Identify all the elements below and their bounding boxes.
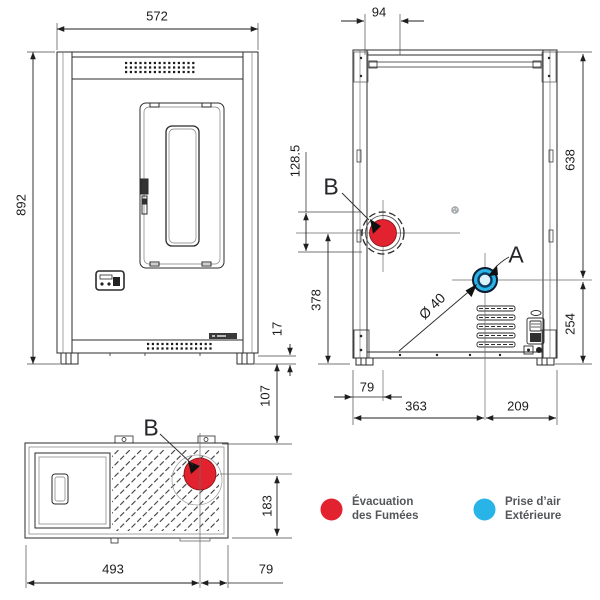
power-panel bbox=[523, 310, 545, 355]
legend-air-line1: Prise d’air bbox=[505, 496, 561, 508]
rear-feet bbox=[355, 357, 555, 366]
control-panel-icon bbox=[95, 270, 125, 291]
air-dot-icon bbox=[473, 498, 496, 520]
plan-view bbox=[24, 433, 292, 588]
legend-flue-label: Évacuation des Fumées bbox=[352, 495, 418, 523]
leader-diameter bbox=[398, 284, 477, 352]
dim-front-height: 892 bbox=[13, 194, 29, 216]
legend-flue-line1: Évacuation bbox=[352, 496, 414, 508]
dim-right-top: 638 bbox=[562, 149, 578, 171]
front-view bbox=[56, 51, 259, 365]
leader-a bbox=[492, 256, 510, 271]
brand-label bbox=[209, 333, 237, 339]
dimension-lines bbox=[25, 14, 592, 588]
dim-air-edge: 209 bbox=[507, 398, 529, 414]
legend-flue-line2: des Fumées bbox=[352, 510, 419, 522]
legend-flue: Évacuation des Fumées bbox=[320, 495, 418, 523]
screw-icon bbox=[451, 206, 459, 214]
dim-plan-width: 493 bbox=[102, 561, 124, 577]
dim-flue-offset: 94 bbox=[371, 4, 387, 20]
front-feet bbox=[60, 352, 255, 365]
power-switch-icon bbox=[529, 320, 542, 332]
hopper-lid bbox=[34, 452, 111, 529]
door-latch bbox=[140, 178, 149, 195]
lid-handle bbox=[51, 473, 69, 505]
leader-b-rear bbox=[341, 192, 370, 221]
dim-plan-offset: 107 bbox=[257, 385, 273, 407]
power-socket-icon bbox=[530, 333, 541, 342]
dim-flue-height: 378 bbox=[308, 289, 324, 311]
dim-front-width: 572 bbox=[146, 8, 168, 24]
front-door bbox=[139, 102, 225, 269]
leader-b-plan bbox=[159, 433, 194, 466]
flue-outlet-rear bbox=[296, 200, 460, 401]
port-label-b-plan: B bbox=[143, 414, 159, 441]
dim-plan-edge: 79 bbox=[258, 561, 274, 577]
legend-air-line2: Extérieure bbox=[505, 510, 562, 522]
dim-base-height: 17 bbox=[269, 321, 285, 337]
legend-air-label: Prise d’air Extérieure bbox=[505, 495, 561, 523]
legend-air: Prise d’air Extérieure bbox=[473, 495, 561, 523]
dim-flange: 128.5 bbox=[287, 144, 303, 178]
front-top-grille bbox=[125, 61, 196, 74]
rear-louver-grille bbox=[476, 305, 516, 348]
dim-air-height: 254 bbox=[562, 313, 578, 335]
flue-dot-icon bbox=[320, 498, 343, 520]
rear-view bbox=[296, 49, 592, 420]
port-label-b-rear: B bbox=[323, 173, 339, 200]
door-window bbox=[165, 125, 200, 247]
air-intake-rear bbox=[452, 253, 592, 420]
port-label-a: A bbox=[508, 241, 524, 268]
dim-plan-depth: 183 bbox=[259, 495, 275, 517]
dim-flue-x: 79 bbox=[359, 379, 375, 395]
front-bottom-grille bbox=[147, 342, 214, 350]
fuse-icon bbox=[536, 347, 542, 353]
dim-air-x: 363 bbox=[405, 398, 427, 414]
